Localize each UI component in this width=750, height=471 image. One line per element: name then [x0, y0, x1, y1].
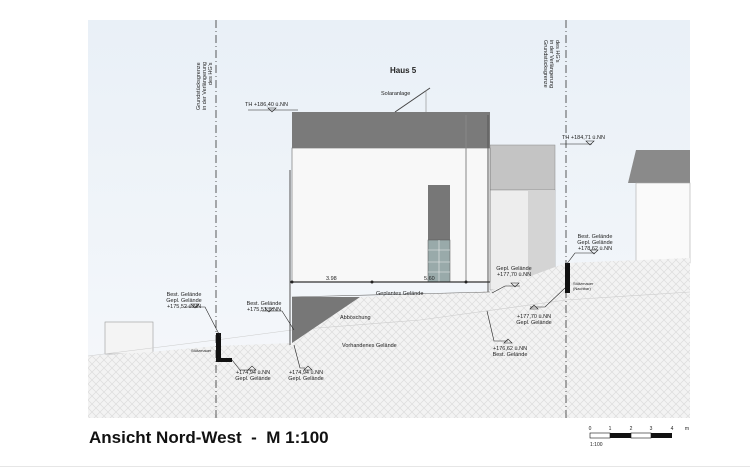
boundary-right-line1: Grundstücksgrenze — [542, 40, 548, 88]
boundary-right-line3: des HG's — [554, 40, 560, 63]
left-top-1: Best. Gelände — [167, 292, 202, 298]
boundary-left-line1: Grundstücksgrenze — [196, 62, 202, 110]
existing-ground-line — [87, 291, 691, 357]
boundary-right-line2: in der Verlängerung — [548, 40, 554, 88]
scale-tick-0: 0 — [589, 426, 592, 432]
right-neighbour-roof — [628, 150, 690, 183]
retaining-wall-left — [216, 333, 232, 362]
left-top-2: Gepl. Gelände — [166, 298, 201, 304]
scale-tick-3: 3 — [650, 426, 653, 432]
right-best-1: +176,62 ü.NN — [493, 346, 527, 352]
left-bottom-1: +174,94 ü.NN — [236, 370, 270, 376]
right-wall-label-1: Stützmauer — [573, 281, 594, 286]
house-window — [428, 185, 450, 240]
vorhandenes-gelaende-label: Vorhandenes Gelände — [342, 343, 397, 349]
right-low-2: Gepl. Gelände — [516, 320, 551, 326]
right-top-1: Best. Gelände — [578, 234, 613, 240]
right-gepl-2: +177,70 ü.NN — [497, 272, 531, 278]
right-best-2: Best. Gelände — [493, 352, 528, 358]
scale-label: 1:100 — [590, 442, 603, 448]
drawing-title: Ansicht Nord-West - M 1:100 — [89, 428, 329, 447]
dim-1: 3.98 — [326, 276, 337, 282]
left-bottom-2: Gepl. Gelände — [235, 376, 270, 382]
house-label: Haus 5 — [390, 66, 417, 75]
right-top-2: Gepl. Gelände — [577, 240, 612, 246]
scale-bar: 0 1 2 3 4 m 1:100 — [589, 426, 689, 448]
right-low-1: +177,70 ü.NN — [517, 314, 551, 320]
mid-bottom-1: +174,94 ü.NN — [289, 370, 323, 376]
scale-tick-4: 4 — [671, 426, 674, 432]
adjacent-building-top — [489, 144, 556, 191]
right-wall-label-2: (Nachbar) — [573, 286, 591, 291]
scale-unit: m — [685, 426, 689, 432]
solar-panel — [394, 87, 431, 113]
left-top-3: +175,52 ü.NN — [167, 304, 201, 310]
boundary-left-line3: des HG's — [208, 62, 214, 85]
th-right-label: TH +184,71 ü.NN — [562, 135, 605, 141]
mid-top-2: +175,51 ü.NN — [247, 307, 281, 313]
ground-hatched — [88, 258, 690, 418]
right-top-3: +178,62 ü.NN — [578, 246, 612, 252]
right-neighbour-wall — [635, 182, 691, 264]
divider — [0, 466, 750, 467]
solar-label: Solaranlage — [381, 91, 410, 97]
abboeschung-label: Abböschung — [340, 315, 371, 321]
th-left-label: TH +186,40 ü.NN — [245, 102, 288, 108]
scale-tick-2: 2 — [630, 426, 633, 432]
left-wall-label: Stützmauer — [191, 348, 212, 353]
mid-bottom-2: Gepl. Gelände — [288, 376, 323, 382]
dim-2: 5.60 — [424, 276, 435, 282]
boundary-left-line2: in der Verlängerung — [202, 62, 208, 110]
mid-top-1: Best. Gelände — [247, 301, 282, 307]
right-gepl-1: Gepl. Gelände — [496, 266, 531, 272]
house-wall — [291, 147, 491, 283]
house-roof-band — [292, 112, 490, 148]
scale-tick-1: 1 — [609, 426, 612, 432]
left-fence — [104, 321, 154, 355]
retaining-wall-right — [565, 263, 570, 293]
embankment-wedge — [292, 297, 360, 343]
geplantes-gelaende-label: Geplantes Gelände — [376, 291, 423, 297]
